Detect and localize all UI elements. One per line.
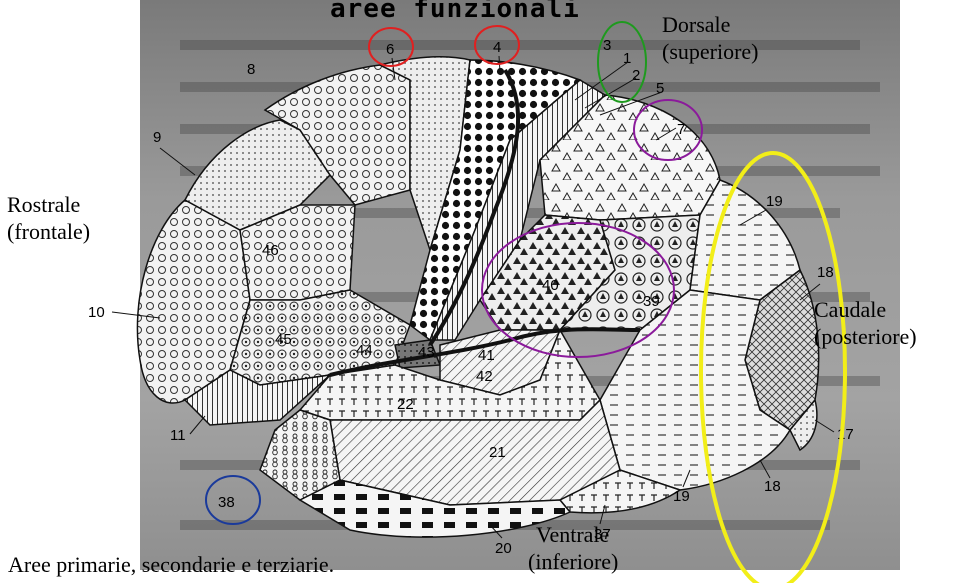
area-label-40: 40	[542, 277, 559, 294]
figure-caption: Aree primarie, secondarie e terziarie.	[8, 552, 334, 578]
rostral-label: Rostrale (frontale)	[7, 191, 90, 245]
area-label-7: 7	[677, 121, 685, 138]
area-label-5: 5	[656, 80, 664, 97]
area-label-9: 9	[153, 129, 161, 146]
area-label-8: 8	[247, 61, 255, 78]
area-label-21: 21	[489, 444, 506, 461]
rostral-label-name: Rostrale	[7, 191, 90, 218]
area-label-44: 44	[356, 342, 373, 359]
leader-line-11	[190, 416, 205, 434]
leader-line-9	[160, 148, 195, 175]
dorsal-label: Dorsale (superiore)	[662, 11, 759, 65]
area-label-3: 3	[603, 37, 611, 54]
area-label-39: 39	[643, 293, 660, 310]
dorsal-label-description: (superiore)	[662, 38, 759, 65]
rostral-label-description: (frontale)	[7, 218, 90, 245]
area-label-10: 10	[88, 304, 105, 321]
highlight-area-3	[598, 22, 646, 102]
area-label-45: 45	[275, 331, 292, 348]
area-label-38: 38	[218, 494, 235, 511]
area-label-4: 4	[493, 39, 501, 56]
area-label-11: 11	[170, 427, 186, 444]
area-label-19-lower: 19	[673, 488, 690, 505]
area-label-6: 6	[386, 41, 394, 58]
area-label-46: 46	[262, 242, 279, 259]
caudal-label-description: (posteriore)	[814, 323, 917, 350]
caudal-label: Caudale (posteriore)	[814, 296, 917, 350]
area-label-41: 41	[478, 347, 495, 364]
area-label-18-lower: 18	[764, 478, 781, 495]
ventral-label: Ventrale (inferiore)	[528, 521, 618, 575]
area-label-42: 42	[476, 368, 493, 385]
leader-line-18-lower	[760, 460, 770, 478]
leader-line-17	[815, 420, 834, 432]
area-label-22: 22	[397, 396, 414, 413]
caudal-label-name: Caudale	[814, 296, 917, 323]
ventral-label-name: Ventrale	[528, 521, 618, 548]
area-label-20: 20	[495, 540, 512, 557]
ventral-label-description: (inferiore)	[528, 548, 618, 575]
area-label-18-upper: 18	[817, 264, 834, 281]
area-label-19-upper: 19	[766, 193, 783, 210]
figure-title: aree funzionali	[330, 0, 580, 24]
area-label-2: 2	[632, 67, 640, 84]
area-label-43: 43	[418, 344, 435, 361]
dorsal-label-name: Dorsale	[662, 11, 759, 38]
